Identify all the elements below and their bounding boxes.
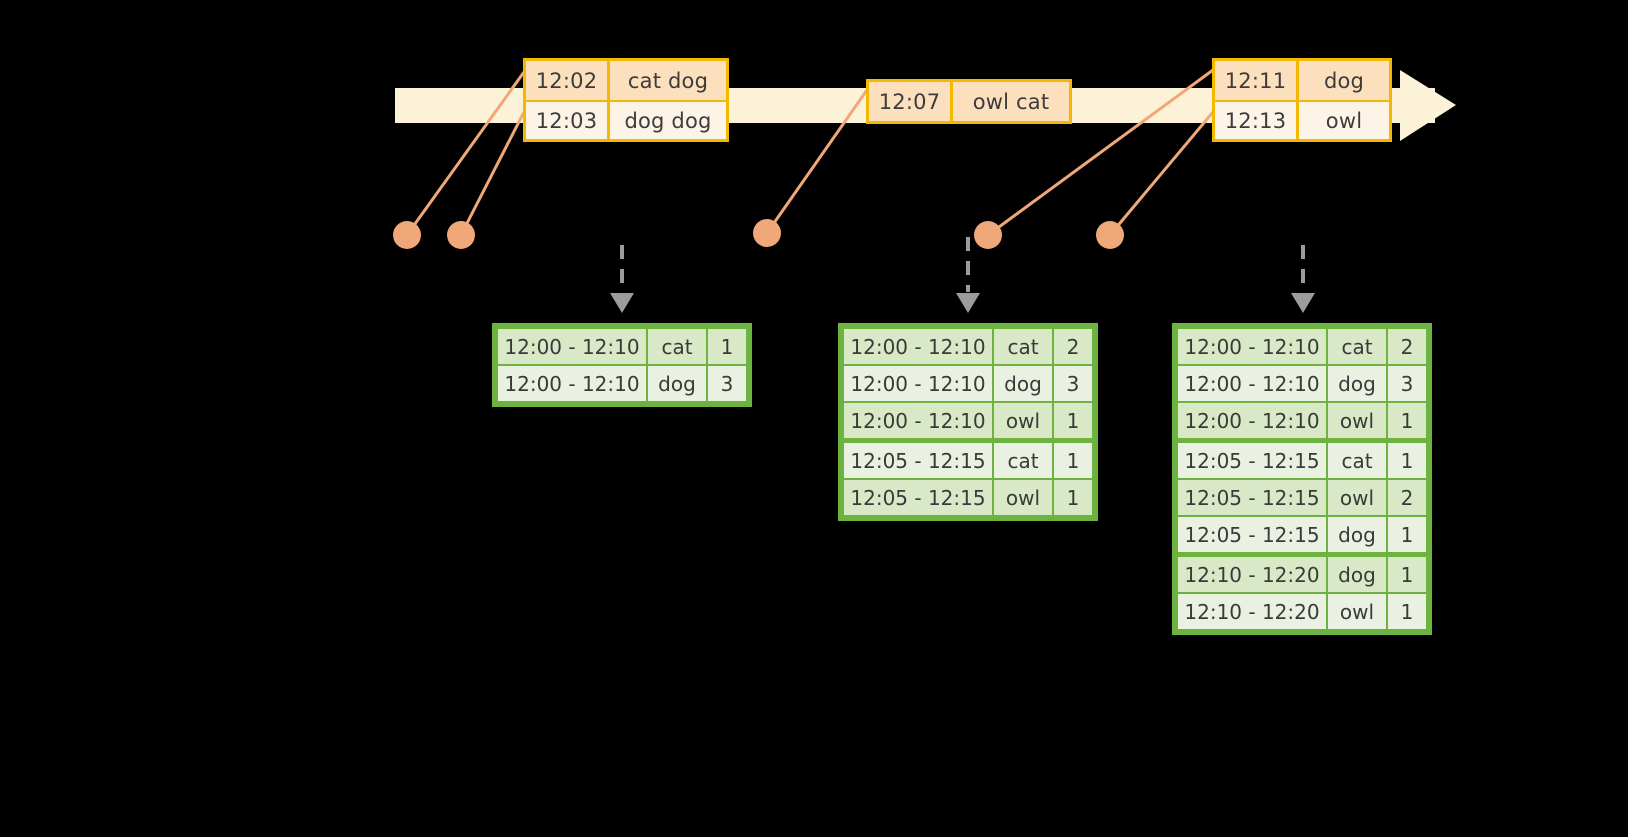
- count-cell: 2: [1054, 329, 1092, 364]
- word-cell: dog: [1328, 517, 1386, 552]
- word-cell: owl: [1328, 594, 1386, 629]
- count-cell: 3: [1388, 366, 1426, 401]
- count-cell: 2: [1388, 329, 1426, 364]
- window-cell: 12:10 - 12:20: [1178, 594, 1326, 629]
- emit-arrows: [620, 237, 1305, 292]
- table-row: 12:00 - 12:10 dog 3: [1177, 365, 1427, 402]
- count-cell: 1: [1388, 403, 1426, 438]
- event-time: 12:11: [1215, 61, 1299, 100]
- window-cell: 12:00 - 12:10: [844, 403, 992, 438]
- count-cell: 1: [1054, 403, 1092, 438]
- window-cell: 12:05 - 12:15: [1178, 443, 1326, 478]
- result-table-2[interactable]: 12:00 - 12:10 cat 2 12:00 - 12:10 dog 3 …: [838, 323, 1098, 521]
- word-cell: owl: [994, 403, 1052, 438]
- count-cell: 1: [1388, 594, 1426, 629]
- word-cell: cat: [648, 329, 706, 364]
- event-words: dog: [1299, 61, 1389, 100]
- marker-dot: [1096, 221, 1124, 249]
- event-row: 12:11 dog: [1215, 61, 1389, 100]
- marker-dot: [974, 221, 1002, 249]
- table-row: 12:00 - 12:10 dog 3: [497, 365, 747, 402]
- event-row: 12:07 owl cat: [869, 82, 1069, 121]
- table-row: 12:00 - 12:10 cat 2: [1177, 328, 1427, 365]
- word-cell: dog: [1328, 557, 1386, 592]
- window-cell: 12:05 - 12:15: [844, 443, 992, 478]
- window-cell: 12:00 - 12:10: [844, 366, 992, 401]
- word-cell: owl: [1328, 480, 1386, 515]
- count-cell: 1: [1388, 517, 1426, 552]
- event-box-1[interactable]: 12:02 cat dog 12:03 dog dog: [523, 58, 729, 142]
- marker-dot: [447, 221, 475, 249]
- window-cell: 12:05 - 12:15: [844, 480, 992, 515]
- event-row: 12:02 cat dog: [526, 61, 726, 100]
- word-cell: cat: [994, 329, 1052, 364]
- table-row: 12:05 - 12:15 owl 1: [843, 479, 1093, 516]
- event-time: 12:13: [1215, 102, 1299, 139]
- event-row: 12:03 dog dog: [526, 100, 726, 139]
- event-words: owl: [1299, 102, 1389, 139]
- table-row: 12:00 - 12:10 owl 1: [1177, 402, 1427, 439]
- word-cell: dog: [648, 366, 706, 401]
- event-words: owl cat: [953, 82, 1069, 121]
- table-row: 12:05 - 12:15 cat 1: [1177, 442, 1427, 479]
- event-words: cat dog: [610, 61, 726, 100]
- event-time: 12:07: [869, 82, 953, 121]
- count-cell: 1: [1054, 443, 1092, 478]
- count-cell: 3: [708, 366, 746, 401]
- table-row: 12:05 - 12:15 dog 1: [1177, 516, 1427, 553]
- word-cell: dog: [1328, 366, 1386, 401]
- word-cell: cat: [1328, 443, 1386, 478]
- event-words: dog dog: [610, 102, 726, 139]
- count-cell: 1: [708, 329, 746, 364]
- count-cell: 1: [1388, 557, 1426, 592]
- word-cell: cat: [1328, 329, 1386, 364]
- marker-dots: [393, 219, 1124, 249]
- window-cell: 12:05 - 12:15: [1178, 517, 1326, 552]
- table-row: 12:10 - 12:20 owl 1: [1177, 593, 1427, 630]
- count-cell: 1: [1054, 480, 1092, 515]
- word-cell: dog: [994, 366, 1052, 401]
- table-row: 12:10 - 12:20 dog 1: [1177, 556, 1427, 593]
- window-cell: 12:00 - 12:10: [1178, 403, 1326, 438]
- event-box-2[interactable]: 12:07 owl cat: [866, 79, 1072, 124]
- event-time: 12:03: [526, 102, 610, 139]
- word-cell: cat: [994, 443, 1052, 478]
- table-row: 12:00 - 12:10 cat 2: [843, 328, 1093, 365]
- table-row: 12:00 - 12:10 cat 1: [497, 328, 747, 365]
- count-cell: 2: [1388, 480, 1426, 515]
- window-cell: 12:00 - 12:10: [1178, 366, 1326, 401]
- emit-arrowheads: [610, 293, 1315, 313]
- window-cell: 12:10 - 12:20: [1178, 557, 1326, 592]
- window-cell: 12:00 - 12:10: [844, 329, 992, 364]
- result-table-1[interactable]: 12:00 - 12:10 cat 1 12:00 - 12:10 dog 3: [492, 323, 752, 407]
- count-cell: 1: [1388, 443, 1426, 478]
- count-cell: 3: [1054, 366, 1092, 401]
- event-time: 12:02: [526, 61, 610, 100]
- window-cell: 12:05 - 12:15: [1178, 480, 1326, 515]
- window-cell: 12:00 - 12:10: [498, 366, 646, 401]
- marker-dot: [393, 221, 421, 249]
- window-cell: 12:00 - 12:10: [498, 329, 646, 364]
- word-cell: owl: [994, 480, 1052, 515]
- table-row: 12:05 - 12:15 cat 1: [843, 442, 1093, 479]
- result-table-3[interactable]: 12:00 - 12:10 cat 2 12:00 - 12:10 dog 3 …: [1172, 323, 1432, 635]
- table-row: 12:00 - 12:10 owl 1: [843, 402, 1093, 439]
- window-cell: 12:00 - 12:10: [1178, 329, 1326, 364]
- word-cell: owl: [1328, 403, 1386, 438]
- marker-dot: [753, 219, 781, 247]
- event-box-3[interactable]: 12:11 dog 12:13 owl: [1212, 58, 1392, 142]
- table-row: 12:00 - 12:10 dog 3: [843, 365, 1093, 402]
- event-row: 12:13 owl: [1215, 100, 1389, 139]
- table-row: 12:05 - 12:15 owl 2: [1177, 479, 1427, 516]
